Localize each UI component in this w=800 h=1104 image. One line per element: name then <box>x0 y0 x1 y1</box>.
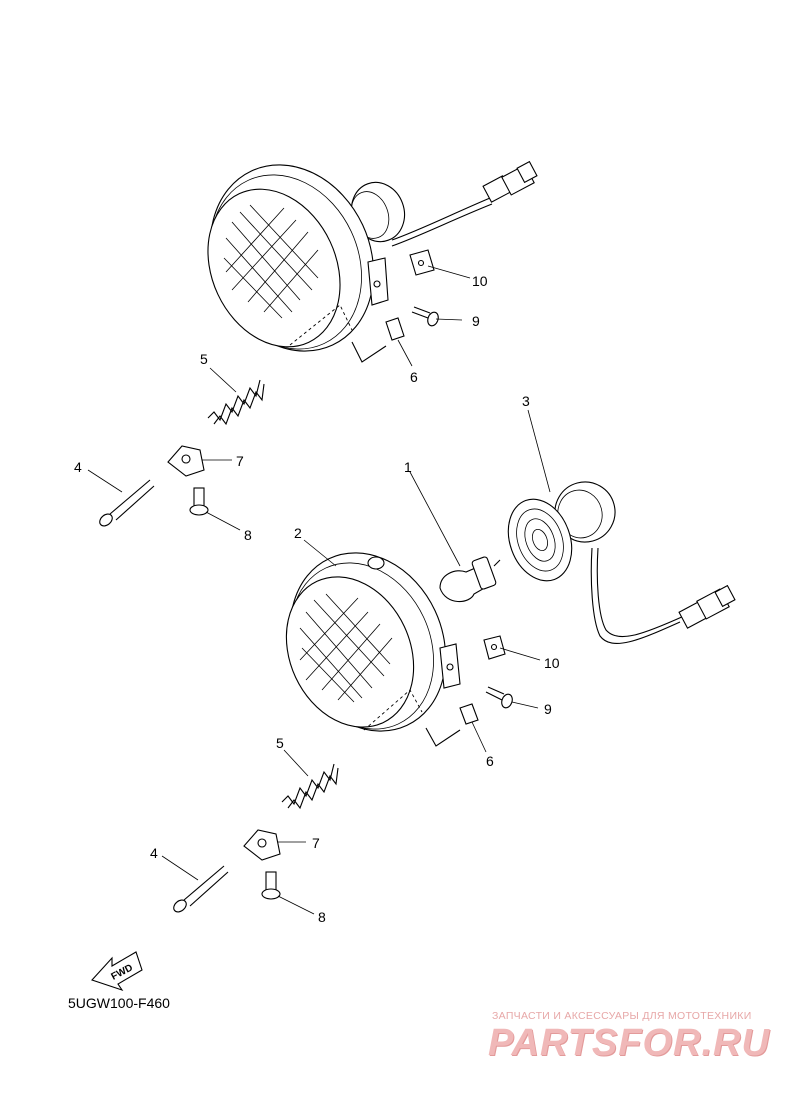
lower-square-nut <box>459 703 479 725</box>
callout-lower-3: 3 <box>522 393 530 409</box>
watermark-logo: PARTSFOR.RU <box>488 1022 770 1064</box>
callout-lower-9: 9 <box>544 701 552 717</box>
lower-headlight-assembly <box>173 552 513 913</box>
upper-wire-connector <box>391 160 538 247</box>
callout-upper-7: 7 <box>236 453 244 469</box>
callout-upper-9: 9 <box>472 313 480 329</box>
callout-upper-4: 4 <box>74 459 82 475</box>
lower-small-screw <box>261 871 281 900</box>
fwd-arrow-icon: FWD <box>91 951 143 992</box>
callout-lower-7: 7 <box>312 835 320 851</box>
callout-lower-10: 10 <box>544 655 560 671</box>
upper-screw <box>411 306 439 327</box>
lower-adjuster-bracket <box>243 829 281 861</box>
upper-headlight-assembly <box>99 160 538 527</box>
upper-square-nut <box>385 317 405 341</box>
callout-lower-6: 6 <box>486 753 494 769</box>
callout-lower-5: 5 <box>276 735 284 751</box>
lower-clip-nut <box>483 635 506 660</box>
part-code: 5UGW100-F460 <box>68 995 170 1011</box>
callout-upper-8: 8 <box>244 527 252 543</box>
callout-labels: 10 9 6 5 7 4 8 1 3 2 10 9 6 5 7 4 8 <box>74 273 560 925</box>
lower-mounting-bracket <box>425 643 461 747</box>
upper-adjuster-bracket <box>167 445 205 477</box>
callout-upper-6: 6 <box>410 369 418 385</box>
upper-clip-nut <box>409 249 435 276</box>
callout-lower-1: 1 <box>404 459 412 475</box>
watermark-caption: ЗАПЧАСТИ И АКСЕССУАРЫ ДЛЯ МОТОТЕХНИКИ <box>492 1010 752 1022</box>
upper-small-screw <box>189 487 209 516</box>
upper-lens-pattern <box>223 204 319 319</box>
callout-lower-4: 4 <box>150 845 158 861</box>
callout-lower-2: 2 <box>294 525 302 541</box>
reflector-socket <box>507 481 685 644</box>
lower-lens-pattern <box>299 593 393 703</box>
callout-upper-5: 5 <box>200 351 208 367</box>
lower-lamp-body <box>285 552 447 732</box>
callout-lower-8: 8 <box>318 909 326 925</box>
bulb <box>439 556 501 603</box>
lower-wire-connector <box>678 584 736 629</box>
upper-lamp-body <box>207 164 375 352</box>
leader-lines <box>87 265 551 915</box>
lower-adjuster-bolt <box>173 865 229 913</box>
upper-spring <box>207 379 265 426</box>
callout-upper-10: 10 <box>472 273 488 289</box>
upper-adjuster-bolt <box>99 479 155 527</box>
lower-screw <box>485 686 513 709</box>
upper-mounting-bracket <box>351 257 389 363</box>
lower-spring <box>281 763 339 810</box>
